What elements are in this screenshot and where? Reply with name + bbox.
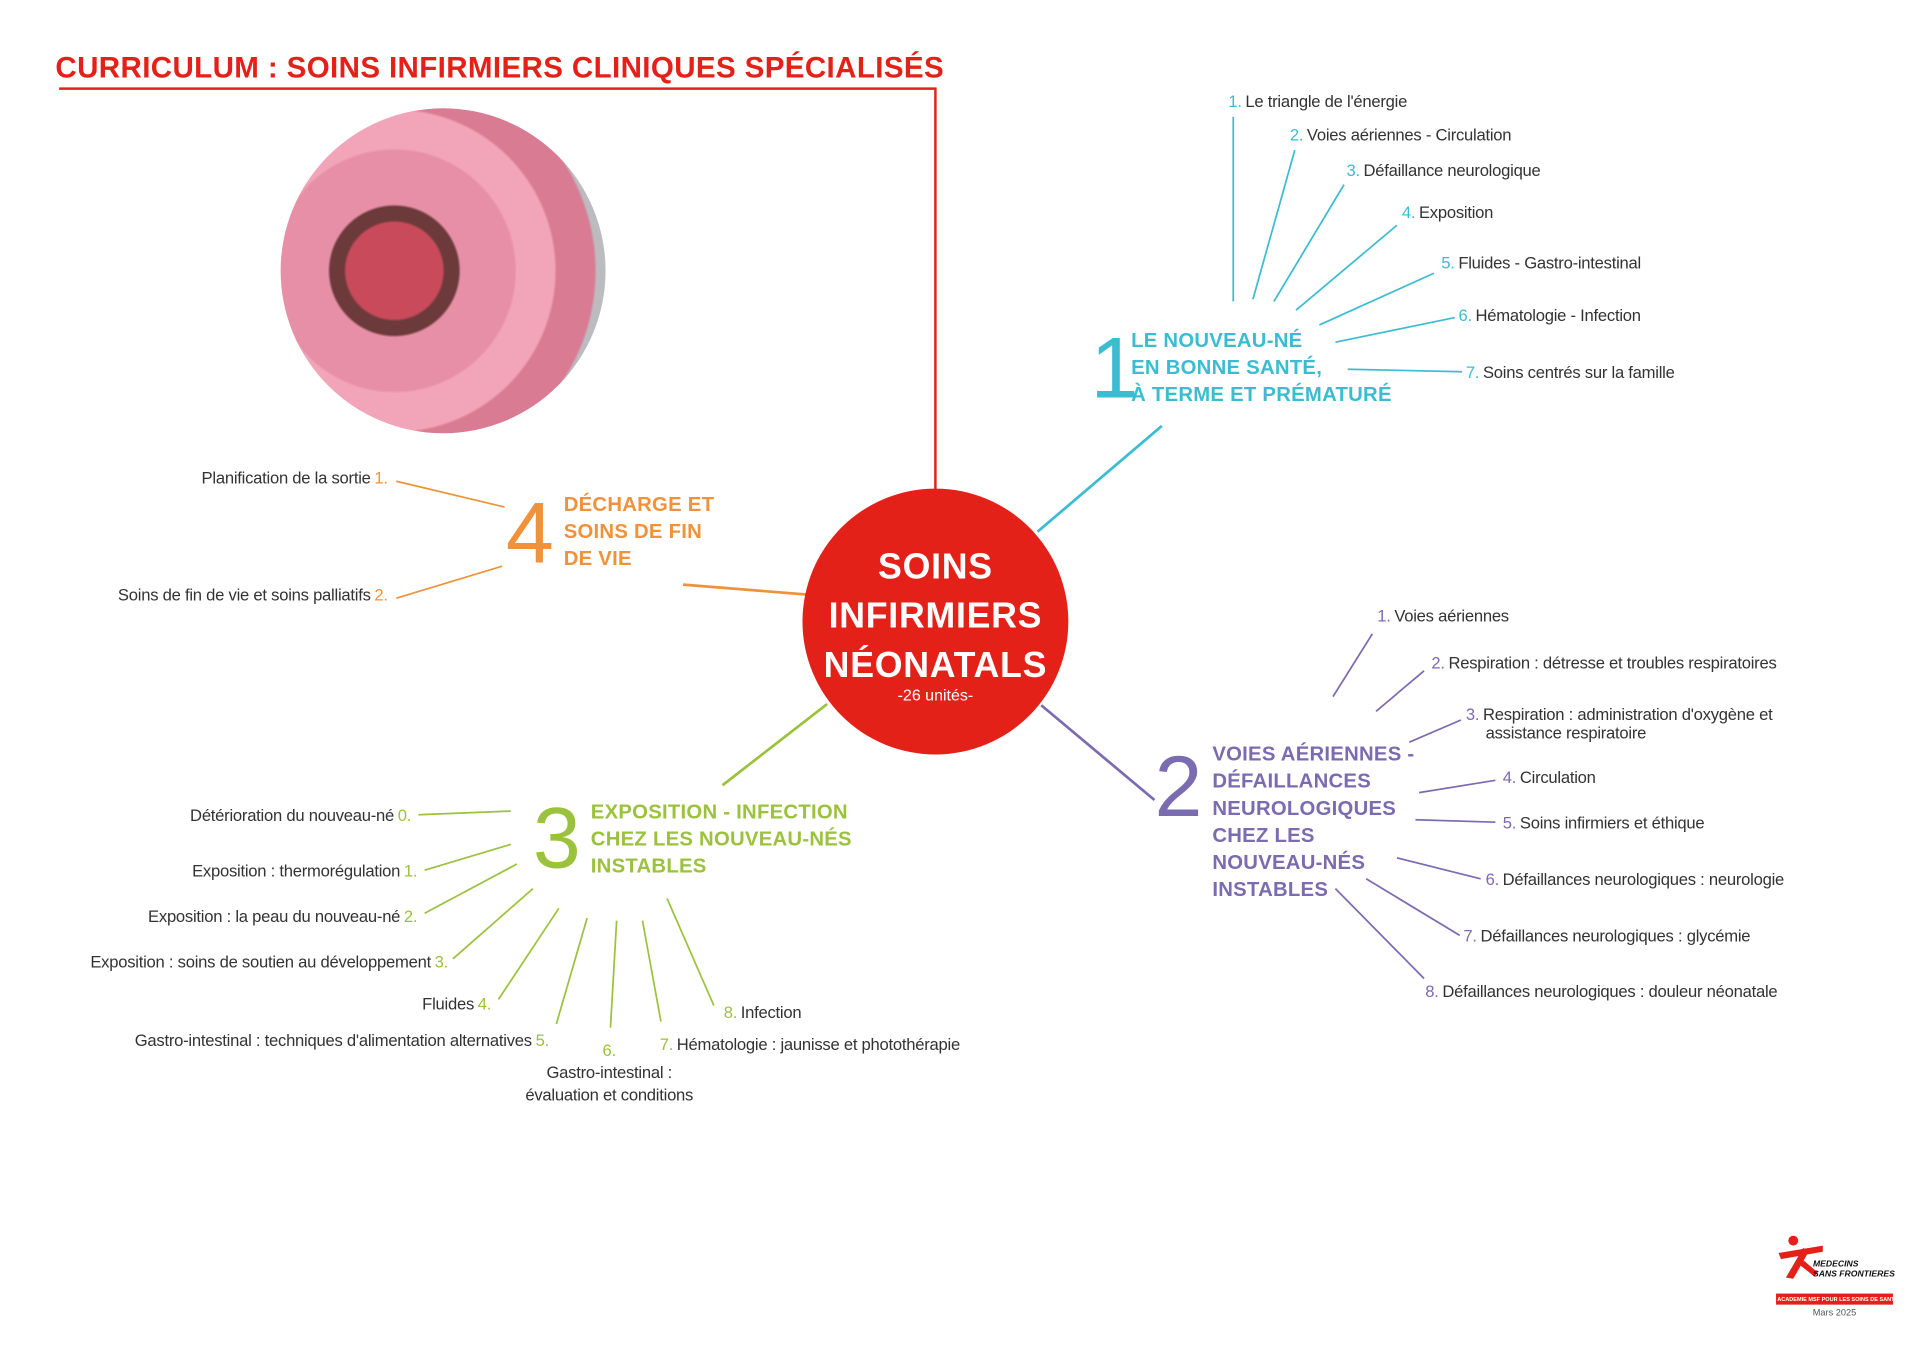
- title-line: NOUVEAU-NÉS: [1212, 851, 1366, 874]
- module-4-title: DÉCHARGE ET SOINS DE FIN DE VIE: [564, 491, 715, 572]
- title-line: INSTABLES: [1212, 878, 1329, 901]
- module-3-item: Gastro-intestinal : techniques d'aliment…: [134, 1031, 549, 1050]
- title-line: SOINS DE FIN: [563, 520, 703, 543]
- center-line: INFIRMIERS: [828, 596, 1043, 637]
- module-1-item: 4.Exposition: [1401, 203, 1494, 222]
- center-line: SOINS: [878, 547, 993, 588]
- module-2-item: 2.Respiration : détresse et troubles res…: [1431, 653, 1777, 673]
- module-2-lines: [1040, 633, 1496, 980]
- module-3-number: 3: [532, 790, 581, 887]
- module-2-title: VOIES AÉRIENNES - DÉFAILLANCES NEUROLOGIQU…: [1212, 741, 1414, 903]
- center-line: NÉONATALS: [823, 646, 1048, 686]
- module-2-item: 7.Défaillances neurologiques : glycémie: [1463, 926, 1751, 946]
- title-line: À TERME ET PRÉMATURÉ: [1131, 384, 1392, 407]
- module-1-item: 1.Le triangle de l'énergie: [1228, 92, 1408, 111]
- module-1-item: 3.Défaillance neurologique: [1346, 161, 1541, 180]
- title-line: CHEZ LES: [1212, 824, 1315, 847]
- module-3-item: 7.Hématologie : jaunisse et photothérapi…: [659, 1035, 961, 1054]
- module-3-item: Exposition : soins de soutien au dévelop…: [90, 952, 449, 972]
- module-2-number: 2: [1154, 738, 1203, 835]
- module-2-item: 5.Soins infirmiers et éthique: [1502, 813, 1705, 833]
- module-2-item: 6.Défaillances neurologiques : neurologi…: [1485, 870, 1785, 889]
- module-1-title: LE NOUVEAU-NÉ EN BONNE SANTÉ, À TERME ET P…: [1131, 327, 1392, 408]
- module-3-lines: [418, 702, 828, 1028]
- module-1-item: 6.Hématologie - Infection: [1458, 306, 1641, 325]
- title-line: DE VIE: [563, 547, 632, 570]
- central-topic: SOINS INFIRMIERS NÉONATALS -26 unités-: [802, 488, 1069, 755]
- title-line: INSTABLES: [590, 855, 707, 878]
- title-line: EN BONNE SANTÉ,: [1131, 356, 1323, 380]
- page-title: CURRICULUM : SOINS INFIRMIERS CLINIQUES …: [55, 51, 945, 85]
- module-2-item: 4.Circulation: [1502, 768, 1596, 787]
- module-3-item: 6.Gastro-intestinal :évaluation et condi…: [525, 1041, 694, 1105]
- academy-banner: ACADEMIE MSF POUR LES SOINS DE SANTE: [1776, 1293, 1893, 1305]
- module-2-item: 1.Voies aériennes: [1377, 606, 1509, 626]
- unit-count: -26 unités-: [897, 685, 974, 705]
- module-4-lines: [396, 480, 807, 599]
- title-line: VOIES AÉRIENNES -: [1212, 743, 1415, 766]
- module-3-item: 8.Infection: [723, 1003, 802, 1022]
- title-line: EXPOSITION - INFECTION: [590, 801, 848, 824]
- title-line: CHEZ LES NOUVEAU-NÉS: [590, 828, 852, 851]
- title-line: DÉCHARGE ET: [563, 493, 715, 516]
- msf-runner-icon: [1778, 1235, 1823, 1279]
- module-4-number: 4: [505, 484, 554, 581]
- title-underline: [59, 87, 937, 490]
- newborn-photo: [280, 108, 606, 434]
- title-line: LE NOUVEAU-NÉ: [1131, 329, 1303, 353]
- title-line: DÉFAILLANCES: [1212, 770, 1371, 793]
- module-1-number: 1: [1090, 320, 1139, 417]
- module-1-item: 7.Soins centrés sur la famille: [1465, 363, 1675, 382]
- title-line: NEUROLOGIQUES: [1212, 797, 1397, 820]
- logo-text: MEDECINS: [1812, 1260, 1859, 1269]
- date: Mars 2025: [1812, 1307, 1857, 1319]
- module-2-item: 8.Défaillances neurologiques : douleur n…: [1425, 982, 1778, 1001]
- module-1-item: 5.Fluides - Gastro-intestinal: [1441, 253, 1642, 273]
- module-1-lines: [1036, 116, 1463, 533]
- logo-text: SANS FRONTIERES: [1812, 1270, 1895, 1279]
- module-1-item: 2.Voies aériennes - Circulation: [1289, 125, 1512, 145]
- module-3-title: EXPOSITION - INFECTION CHEZ LES NOUVEAU-N…: [591, 799, 852, 880]
- module-2-item: 3.Respiration : administration d'oxygène…: [1465, 705, 1773, 743]
